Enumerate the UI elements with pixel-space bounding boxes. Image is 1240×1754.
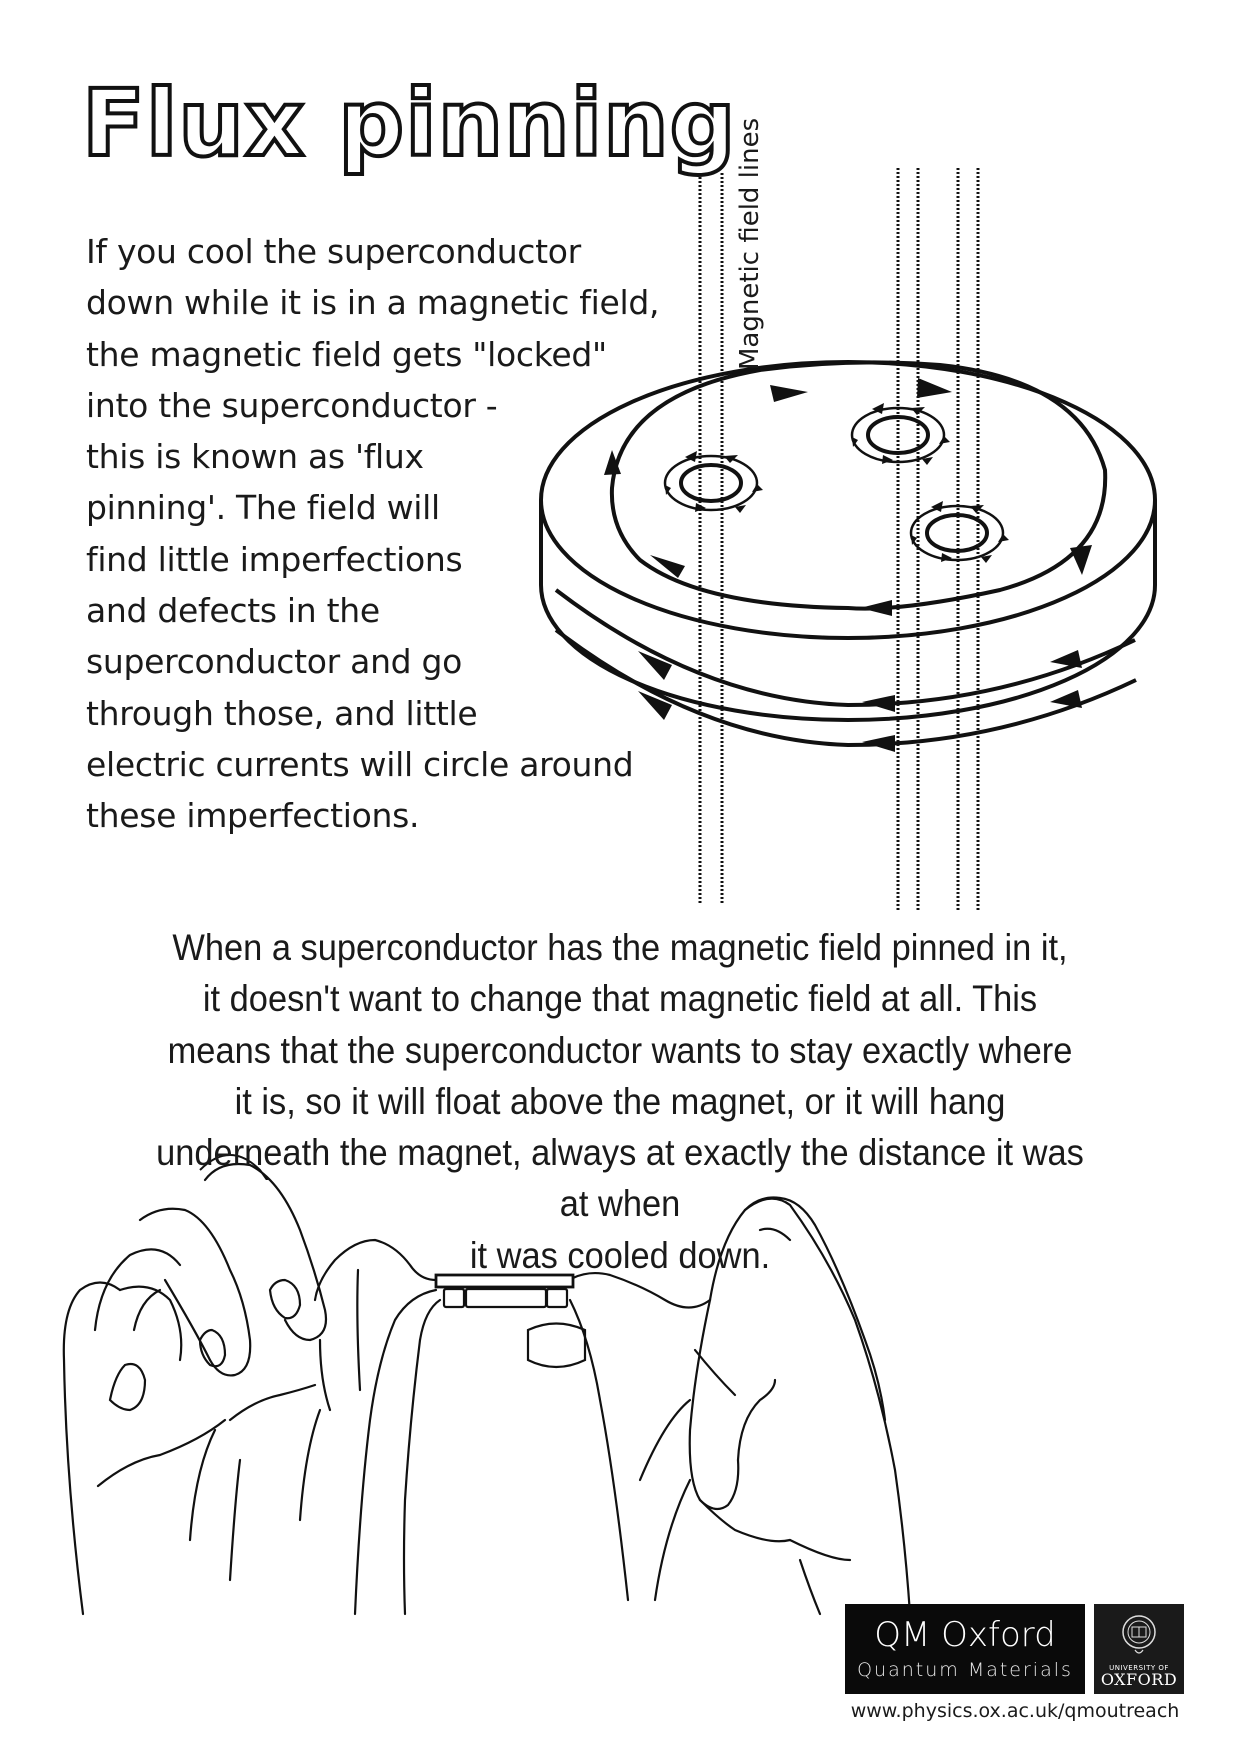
page-title: Flux pinning <box>80 70 738 177</box>
university-of-oxford-logo: UNIVERSITY OF OXFORD <box>1094 1604 1184 1694</box>
outreach-url: www.physics.ox.ac.uk/qmoutreach <box>850 1700 1180 1722</box>
field-lines <box>698 168 980 910</box>
intro-paragraph: If you cool the superconductor down whil… <box>86 232 660 836</box>
explanation-paragraph: When a superconductor has the magnetic f… <box>156 927 1084 1276</box>
university-of-label: UNIVERSITY OF <box>1109 1664 1169 1672</box>
brand-subtitle: Quantum Materials <box>857 1658 1073 1681</box>
oxford-crest-icon <box>1122 1615 1156 1654</box>
qm-oxford-logo: QM Oxford Quantum Materials <box>845 1604 1085 1694</box>
superconductor-disc-diagram-icon <box>539 168 1157 910</box>
brand-title: QM Oxford <box>874 1615 1056 1656</box>
oxford-label: OXFORD <box>1100 1670 1178 1689</box>
